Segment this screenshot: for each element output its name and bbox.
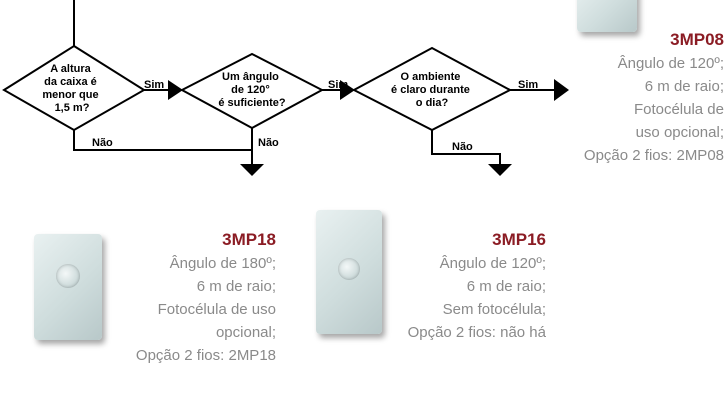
product-spec-line: 6 m de raio; bbox=[644, 78, 724, 95]
sensor-lens bbox=[56, 264, 80, 288]
product-spec-line: Fotocélula de bbox=[633, 101, 724, 118]
yes-label-3: Sim bbox=[518, 79, 538, 91]
product-code: 3MP16 bbox=[492, 230, 546, 249]
no-arrowhead-3 bbox=[488, 164, 512, 176]
decision-3-text: O ambiente é claro durante o dia? bbox=[391, 71, 473, 109]
decision-box-height bbox=[2, 44, 146, 132]
decision-2-line: Um ângulo bbox=[222, 71, 279, 83]
no-connector-1 bbox=[73, 130, 252, 151]
product-spec-line: Opção 2 fios: 2MP18 bbox=[135, 347, 276, 364]
decision-3-line: o dia? bbox=[416, 97, 449, 109]
product-spec-line: Ângulo de 120º; bbox=[617, 55, 724, 72]
decision-2-text: Um ângulo de 120° é suficiente? bbox=[218, 71, 286, 109]
decision-1-line: 1,5 m? bbox=[55, 102, 90, 114]
no-connector-3 bbox=[431, 130, 501, 164]
product-spec-line: Ângulo de 180º; bbox=[169, 255, 276, 272]
yes-label-1: Sim bbox=[144, 79, 164, 91]
product-spec-line: Ângulo de 120º; bbox=[439, 255, 546, 272]
yes-arrowhead-3 bbox=[554, 79, 569, 101]
decision-1-line: da caixa é bbox=[44, 76, 97, 88]
yes-arrowhead-2 bbox=[340, 80, 355, 100]
sensor-image-3mp16 bbox=[316, 210, 382, 334]
product-spec-line: 6 m de raio; bbox=[466, 278, 546, 295]
yes-arrowhead-1 bbox=[168, 80, 183, 100]
no-arrowhead-2 bbox=[240, 164, 264, 176]
sensor-lens bbox=[338, 258, 360, 280]
product-3mp08: 3MP08 Ângulo de 120º; 6 m de raio; Fotoc… bbox=[584, 28, 724, 167]
product-code: 3MP18 bbox=[222, 230, 276, 249]
no-label-1: Não bbox=[92, 137, 113, 149]
product-code: 3MP08 bbox=[670, 30, 724, 49]
decision-1-line: menor que bbox=[42, 89, 98, 101]
decision-2-line: é suficiente? bbox=[218, 97, 286, 109]
decision-1-line: A altura bbox=[50, 63, 91, 75]
product-3mp18: 3MP18 Ângulo de 180º; 6 m de raio; Fotoc… bbox=[136, 228, 276, 367]
product-spec-line: Opção 2 fios: 2MP08 bbox=[583, 147, 724, 164]
product-spec-line: 6 m de raio; bbox=[196, 278, 276, 295]
no-label-2: Não bbox=[258, 137, 279, 149]
yes-label-2: Sim bbox=[328, 79, 348, 91]
decision-3-line: O ambiente bbox=[401, 71, 461, 83]
product-spec-line: Fotocélula de uso bbox=[157, 301, 276, 318]
product-3mp16: 3MP16 Ângulo de 120º; 6 m de raio; Sem f… bbox=[408, 228, 546, 344]
decision-3-line: é claro durante bbox=[391, 84, 470, 96]
no-label-3: Não bbox=[452, 141, 473, 153]
sensor-image-3mp18 bbox=[34, 234, 102, 340]
product-spec-line: uso opcional; bbox=[635, 124, 724, 141]
sensor-image-3mp08 bbox=[577, 0, 637, 32]
product-spec-line: opcional; bbox=[215, 324, 276, 341]
decision-2-line: de 120° bbox=[231, 84, 270, 96]
product-spec-line: Opção 2 fios: não há bbox=[407, 324, 546, 341]
product-spec-line: Sem fotocélula; bbox=[442, 301, 546, 318]
decision-1-text: A altura da caixa é menor que 1,5 m? bbox=[42, 63, 101, 114]
